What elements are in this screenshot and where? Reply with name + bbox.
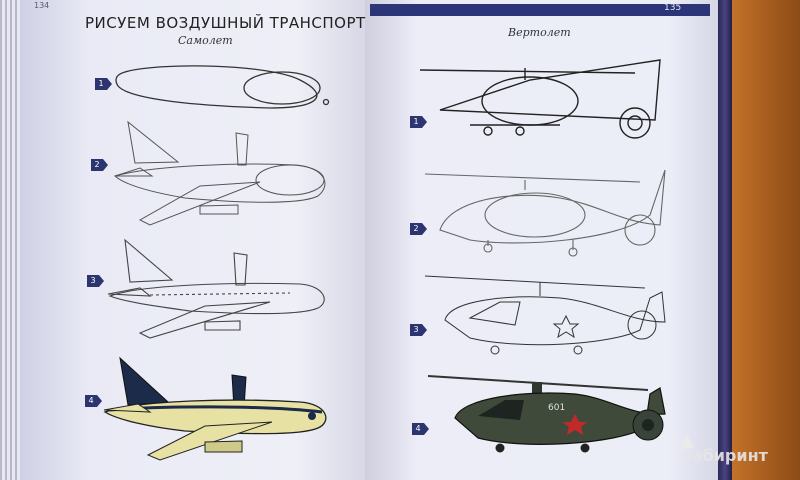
page-edges [0, 0, 22, 480]
airplane-step-2: 2 [91, 159, 108, 171]
helicopter-step-4: 4 [412, 423, 429, 435]
airplane-subtitle: Самолет [178, 34, 233, 47]
helicopter-sketch-3 [424, 275, 666, 355]
left-page-title: Рисуем воздушный транспорт [85, 14, 366, 32]
airplane-sketch-1 [115, 65, 330, 109]
airplane-sketch-3 [107, 238, 325, 339]
book-cover-edge [718, 0, 732, 480]
airplane-step-3: 3 [87, 275, 104, 287]
helicopter-colored-4: 601 [427, 375, 666, 453]
left-page-number: 134 [34, 1, 50, 10]
helicopter-sketch-1 [419, 59, 661, 139]
airplane-sketch-2 [113, 120, 326, 226]
helicopter-sketch-2 [424, 169, 666, 257]
helicopter-tail-number: 601 [548, 403, 565, 413]
left-page [20, 0, 365, 480]
airplane-colored-4 [103, 356, 327, 461]
helicopter-step-3: 3 [410, 324, 427, 336]
helicopter-step-1: 1 [410, 116, 427, 128]
airplane-step-1: 1 [95, 78, 112, 90]
helicopter-subtitle: Вертолет [508, 26, 571, 39]
right-page-number: 135 [664, 3, 682, 13]
page-header-bar [370, 4, 710, 16]
labirint-watermark: лабиринт [680, 446, 768, 465]
helicopter-step-2: 2 [410, 223, 427, 235]
airplane-step-4: 4 [85, 395, 102, 407]
labirint-a-logo-icon: ▲ [680, 430, 694, 451]
open-book: 135 134 Рисуем воздушный транспорт Самол… [0, 0, 732, 480]
